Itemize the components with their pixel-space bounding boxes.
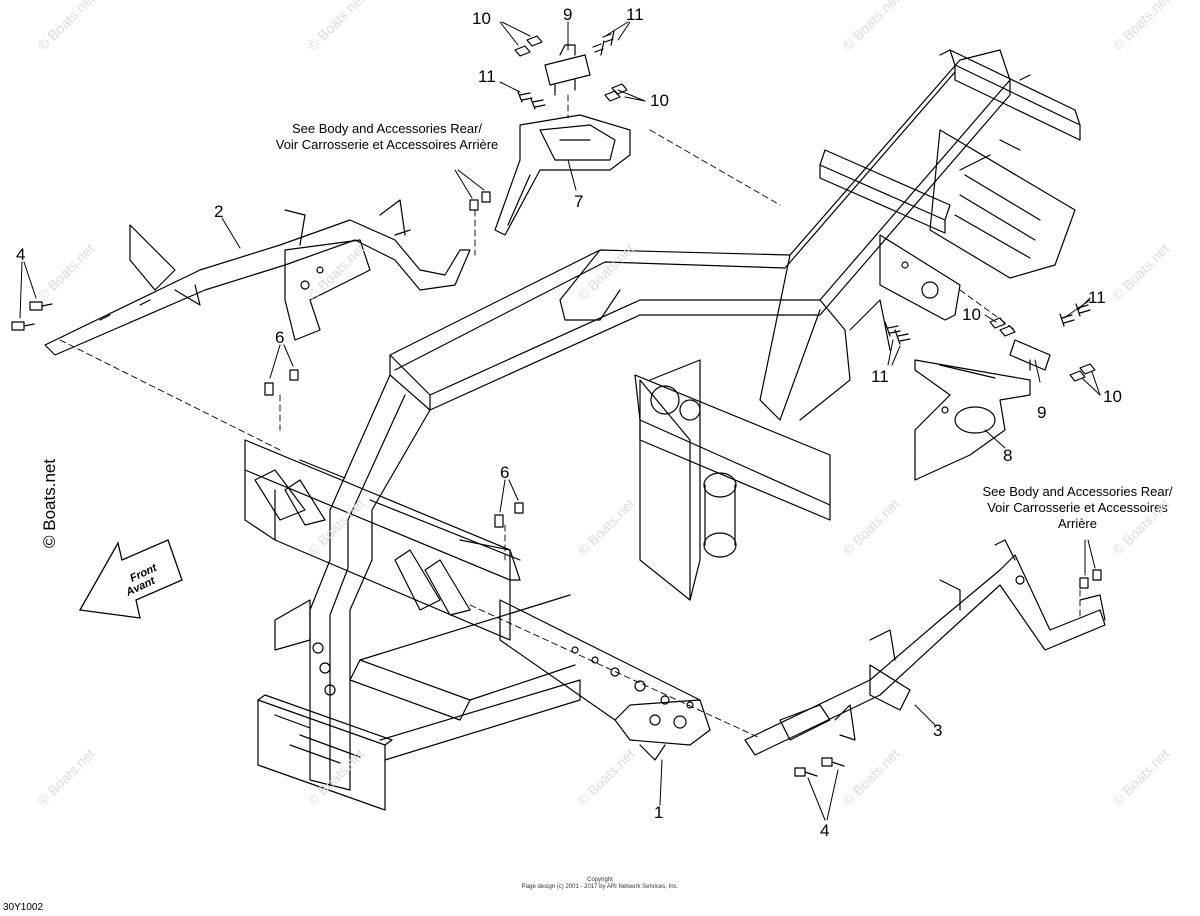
callout-9-right: 9 xyxy=(1037,403,1047,422)
callout-8: 8 xyxy=(1003,446,1013,465)
callout-10-top-right: 10 xyxy=(650,91,669,110)
note-right-line1: See Body and Accessories Rear/ xyxy=(982,484,1173,499)
copyright-line2: Page design (c) 2001 - 2017 by ARI Netwo… xyxy=(521,884,679,890)
part-9-bracket-right xyxy=(1009,339,1051,371)
part-9-bracket-top xyxy=(544,44,591,96)
front-uprights xyxy=(309,249,891,791)
part-8-support xyxy=(914,359,1031,481)
note-right-line3: Arrière xyxy=(1057,516,1097,531)
note-right-line2: Voir Carrosserie et Accessoires xyxy=(987,500,1168,515)
part-2-tube xyxy=(44,199,471,356)
callout-1: 1 xyxy=(654,803,664,822)
fasteners xyxy=(11,30,1102,777)
see-body-rear-note-right: See Body and Accessories Rear/ Voir Carr… xyxy=(955,484,1200,532)
callout-6-center: 6 xyxy=(500,463,510,482)
callout-11-top-right: 11 xyxy=(626,5,644,24)
callout-4-left: 4 xyxy=(16,245,26,264)
callout-4-bottom: 4 xyxy=(820,821,830,840)
boats-net-watermark-main: © Boats.net xyxy=(40,458,59,548)
copyright-notice: Copyright Page design (c) 2001 - 2017 by… xyxy=(480,877,720,891)
note-left-line1: See Body and Accessories Rear/ xyxy=(291,121,483,136)
callout-11-top-left: 11 xyxy=(478,67,496,86)
part-7-support xyxy=(494,114,631,236)
callout-3: 3 xyxy=(933,721,943,740)
callout-11-right-lower: 11 xyxy=(871,367,889,386)
front-cross-member xyxy=(244,439,521,641)
front-arrow xyxy=(78,539,183,619)
diagram-code: 30Y1002 xyxy=(3,902,44,913)
callout-11-right-upper: 11 xyxy=(1088,288,1106,307)
note-left-line2: Voir Carrosserie et Accessoires Arrière xyxy=(275,137,499,152)
lower-front-frame xyxy=(257,594,711,811)
part-3-tube xyxy=(744,539,1106,756)
callout-10-top-left: 10 xyxy=(472,9,491,28)
see-body-rear-note-left: See Body and Accessories Rear/ Voir Carr… xyxy=(222,121,552,153)
callout-9-top: 9 xyxy=(563,5,573,24)
callout-7: 7 xyxy=(574,192,584,211)
leader-lines xyxy=(19,21,1101,821)
callout-6-left: 6 xyxy=(275,328,285,347)
callout-10-right-lower: 10 xyxy=(1103,387,1122,406)
copyright-line1: Copyright xyxy=(587,877,613,883)
main-frame xyxy=(389,49,1081,411)
callout-10-right-upper: 10 xyxy=(962,305,981,324)
assembly-lines xyxy=(59,94,1081,739)
callout-2: 2 xyxy=(214,202,224,221)
